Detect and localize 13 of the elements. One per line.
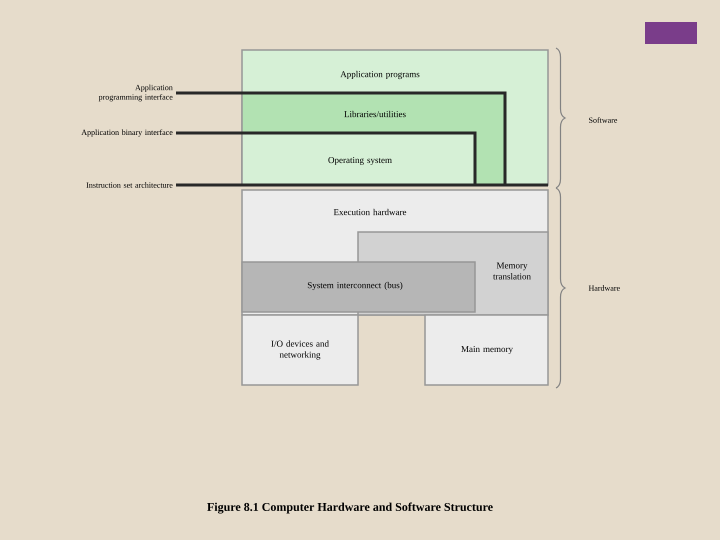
layer-box: I/O devices and networking [241, 314, 359, 386]
side-label: Hardware [588, 285, 620, 291]
layer-box: System interconnect (bus) [241, 261, 476, 313]
side-label: Software [589, 117, 618, 123]
interface-line [176, 92, 506, 185]
caption: Figure 8.1 Computer Hardware and Software Structure [207, 502, 493, 514]
interface-label: Application programming interface [98, 84, 173, 102]
interface-line [176, 132, 476, 185]
layer-box: Main memory [424, 314, 549, 386]
interface-label: Application binary interface [81, 129, 173, 137]
interface-label: Instruction set architecture [86, 182, 173, 188]
layer-box: Operating system [241, 132, 476, 186]
interface-line [176, 184, 548, 186]
